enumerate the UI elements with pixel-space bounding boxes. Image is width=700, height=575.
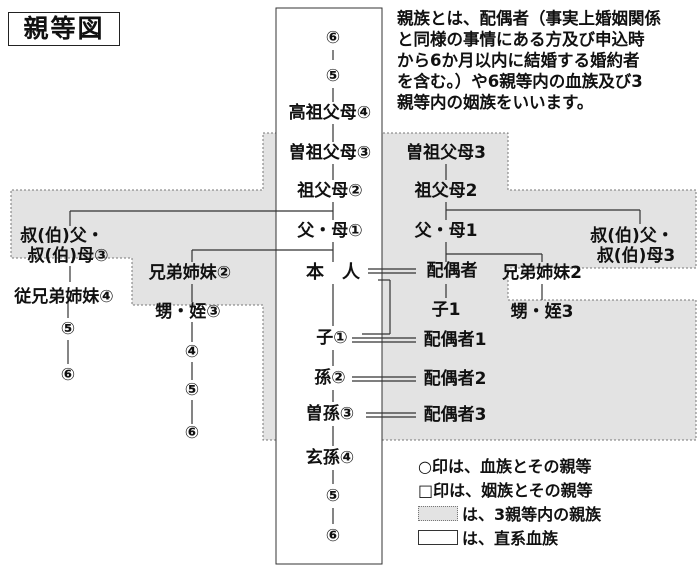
page-title: 親等図 bbox=[8, 12, 120, 46]
legend-white-text: は、直系血族 bbox=[462, 529, 559, 548]
description-line: を含む。）や6親等内の血族及び3 bbox=[397, 72, 643, 91]
relation-lines bbox=[67, 50, 641, 524]
child: 子① bbox=[316, 328, 348, 348]
in-law-siblings: 兄弟姉妹2 bbox=[502, 263, 582, 283]
great-great-grandchild: 玄孫④ bbox=[305, 448, 355, 468]
uncle-aunt-line2: 叔(伯)母③ bbox=[27, 246, 109, 266]
self: 本 人 bbox=[306, 262, 360, 283]
description-line: 親等内の姻族をいいます。 bbox=[397, 93, 594, 112]
lineal-ancestor-degree-6: ⑥ bbox=[325, 28, 341, 48]
nephew-great-grandchild-degree-6: ⑥ bbox=[184, 423, 200, 443]
lineal-descendant-degree-5: ⑤ bbox=[325, 486, 341, 506]
cousin-child-degree-5: ⑤ bbox=[60, 319, 76, 339]
grandparents: 祖父母② bbox=[297, 181, 363, 201]
legend-circle: ○印は、血族とその親等 bbox=[418, 454, 591, 476]
in-law-great-grandparents: 曽祖父母3 bbox=[406, 143, 486, 163]
uncle-aunt-line1: 叔(伯)父・ bbox=[20, 226, 104, 246]
in-law-uncle-aunt-line1: 叔(伯)父・ bbox=[590, 226, 674, 246]
child-spouse: 配偶者1 bbox=[423, 330, 487, 350]
white-swatch-icon bbox=[418, 529, 458, 545]
in-law-nephew-niece: 甥・姪3 bbox=[510, 302, 574, 322]
description-line: と同様の事情にある方及び申込時 bbox=[397, 30, 645, 49]
parents: 父・母① bbox=[297, 221, 363, 241]
cousin-grandchild-degree-6: ⑥ bbox=[60, 365, 76, 385]
in-law-uncle-aunt-line2: 叔(伯)母3 bbox=[596, 246, 676, 266]
description: 親族とは、配偶者（事実上婚姻関係 と同様の事情にある方及び申込時 から6か月以内… bbox=[397, 8, 697, 113]
description-line: 親族とは、配偶者（事実上婚姻関係 bbox=[397, 9, 661, 28]
great-great-grandparents: 高祖父母④ bbox=[288, 103, 372, 123]
gray-swatch-icon bbox=[418, 505, 458, 521]
in-law-parents: 父・母1 bbox=[414, 221, 478, 241]
legend-gray: は、3親等内の親族 bbox=[418, 502, 601, 524]
grandchild: 孫② bbox=[314, 368, 346, 388]
cousin: 従兄弟姉妹④ bbox=[14, 287, 114, 307]
great-grandchild: 曽孫③ bbox=[305, 404, 355, 424]
nephew-grandchild-degree-5: ⑤ bbox=[184, 380, 200, 400]
lineal-ancestor-degree-5: ⑤ bbox=[325, 66, 341, 86]
in-law-grandparents: 祖父母2 bbox=[414, 181, 478, 201]
legend-square-text: □印は、姻族とその親等 bbox=[418, 481, 593, 500]
legend-gray-text: は、3親等内の親族 bbox=[462, 505, 602, 524]
grandchild-spouse: 配偶者2 bbox=[423, 369, 487, 389]
spouse-child: 子1 bbox=[431, 300, 461, 320]
lineal-column bbox=[275, 7, 383, 565]
lineal-descendant-degree-6: ⑥ bbox=[325, 526, 341, 546]
great-grandchild-spouse: 配偶者3 bbox=[423, 405, 487, 425]
legend-circle-text: ○印は、血族とその親等 bbox=[418, 457, 592, 476]
great-grandparents: 曽祖父母③ bbox=[288, 143, 372, 163]
nephew-niece: 甥・姪③ bbox=[155, 302, 221, 322]
legend-square: □印は、姻族とその親等 bbox=[418, 478, 593, 500]
spouse: 配偶者 bbox=[426, 261, 478, 281]
nephew-child-degree-4: ④ bbox=[184, 342, 200, 362]
siblings: 兄弟姉妹② bbox=[148, 263, 232, 283]
description-line: から6か月以内に結婚する婚約者 bbox=[397, 51, 640, 70]
legend-white: は、直系血族 bbox=[418, 526, 558, 548]
